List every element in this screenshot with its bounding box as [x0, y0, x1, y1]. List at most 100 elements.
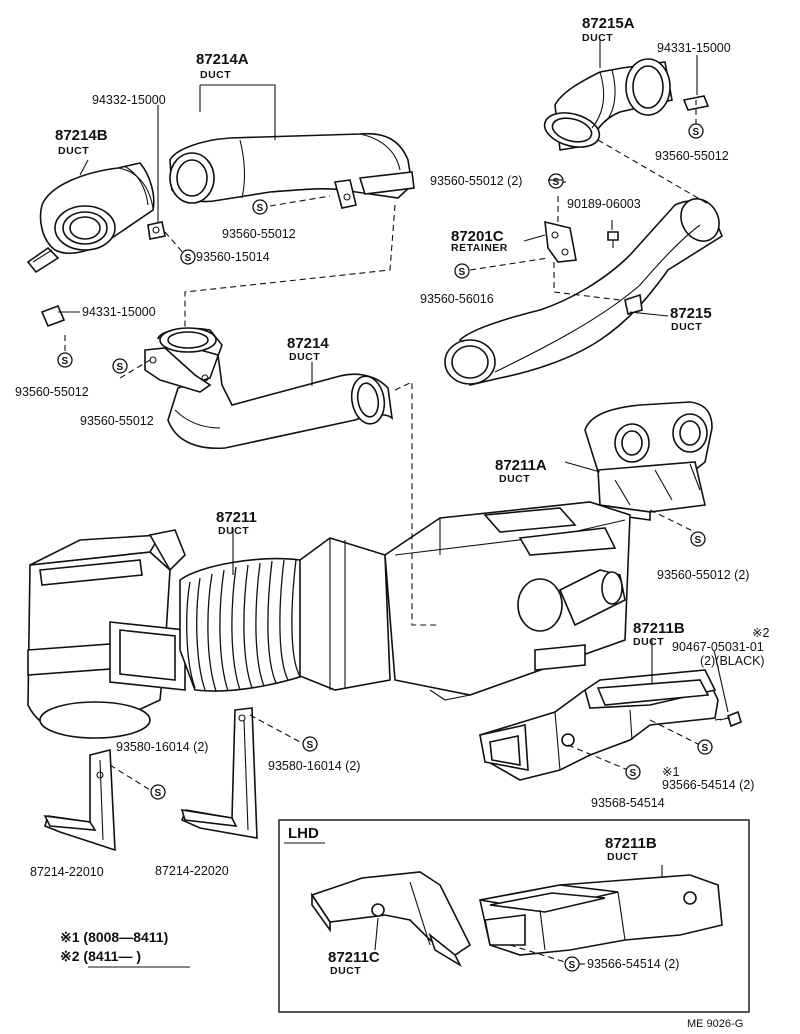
- duct-87214A: [169, 132, 415, 209]
- screw-icon: S: [180, 249, 196, 265]
- label-87215A: 87215A: [582, 15, 635, 32]
- retainer-87201C: [544, 220, 577, 263]
- label-87214A-sub: DUCT: [200, 69, 231, 81]
- lhd-label-87211C-sub: DUCT: [330, 965, 361, 977]
- bolt-90189: [607, 231, 619, 248]
- label-87211B-sub: DUCT: [633, 636, 664, 648]
- label-87215: 87215: [670, 305, 712, 322]
- label-87214-22010: 87214-22010: [30, 865, 104, 879]
- lhd-label-87211C: 87211C: [328, 949, 380, 966]
- svg-text:S: S: [702, 743, 709, 754]
- bracket-87214-22010: [43, 748, 116, 852]
- bracket-87214-22020: [180, 707, 258, 839]
- label-93560-55012-d: 93560-55012: [80, 414, 154, 428]
- lhd-title: LHD: [288, 825, 319, 842]
- screw-symbols: S S S S S S S S S S S S S: [57, 123, 713, 972]
- label-87211-sub: DUCT: [218, 525, 249, 537]
- label-87214: 87214: [287, 335, 329, 352]
- clip-94332: [147, 221, 166, 240]
- label-94331-b: 94331-15000: [82, 305, 156, 319]
- lhd-label-87211B-sub: DUCT: [607, 851, 638, 863]
- label-93560-55012-b: 93560-55012: [655, 149, 729, 163]
- screw-icon: S: [625, 764, 641, 780]
- label-87211A: 87211A: [495, 457, 547, 474]
- label-93568: 93568-54514: [591, 796, 665, 810]
- duct-87215: [444, 198, 723, 386]
- label-87211B: 87211B: [633, 620, 685, 637]
- svg-text:S: S: [459, 267, 466, 278]
- label-93560-15014: 93560-15014: [196, 250, 270, 264]
- duct-87211: [27, 501, 631, 739]
- label-94331-a: 94331-15000: [657, 41, 731, 55]
- screw-icon: S: [112, 358, 128, 374]
- label-87214-sub: DUCT: [289, 351, 320, 363]
- label-90467: 90467-05031-01: [672, 640, 764, 654]
- label-93580-b: 93580-16014 (2): [268, 759, 360, 773]
- leader-lines: [58, 40, 729, 713]
- label-87215-sub: DUCT: [671, 321, 702, 333]
- label-93560-55012-2b: 93560-55012 (2): [657, 568, 749, 582]
- label-90189: 90189-06003: [567, 197, 641, 211]
- lhd-duct-87211B: [479, 874, 723, 956]
- part-labels: 87214A DUCT 94332-15000 87214B DUCT 9356…: [15, 15, 769, 879]
- svg-text:S: S: [185, 253, 192, 264]
- screw-icon: S: [454, 263, 470, 279]
- legend: ※1 (8008—8411) ※2 (8411— ): [60, 929, 190, 968]
- svg-text:S: S: [117, 362, 124, 373]
- footer-code: ME 9026-G: [687, 1018, 743, 1030]
- lhd-inset: LHD 87211B DUCT 87211C DUCT 93566-54514 …: [278, 819, 750, 1013]
- label-note1-mark: ※1: [662, 765, 679, 779]
- label-93560-55012-a: 93560-55012: [222, 227, 296, 241]
- svg-text:S: S: [693, 127, 700, 138]
- label-93560-55012-c: 93560-55012: [15, 385, 89, 399]
- label-87214-22020: 87214-22020: [155, 864, 229, 878]
- screw-icon: S: [690, 531, 706, 547]
- screw-icon: S: [697, 739, 713, 755]
- duct-87211A: [584, 401, 713, 521]
- svg-text:S: S: [553, 177, 560, 188]
- label-87201C-sub: RETAINER: [451, 242, 508, 254]
- duct-87215A: [543, 58, 673, 151]
- lhd-duct-87211C: [310, 871, 472, 968]
- svg-text:S: S: [630, 768, 637, 779]
- label-87214A: 87214A: [196, 51, 249, 68]
- label-90467-qty: (2)(BLACK): [700, 654, 765, 668]
- duct-87211B: [479, 669, 719, 781]
- label-93560-55012-2a: 93560-55012 (2): [430, 174, 522, 188]
- label-93560-56016: 93560-56016: [420, 292, 494, 306]
- label-93580-a: 93580-16014 (2): [116, 740, 208, 754]
- screw-90467: [719, 710, 742, 728]
- svg-text:S: S: [155, 788, 162, 799]
- legend-note2: ※2 (8411— ): [60, 948, 141, 964]
- label-93566-a: 93566-54514 (2): [662, 778, 754, 792]
- connection-lines: [64, 100, 731, 791]
- label-87214B: 87214B: [55, 127, 108, 144]
- svg-text:S: S: [569, 960, 576, 971]
- screw-icon: S: [150, 784, 166, 800]
- lhd-label-87211B: 87211B: [605, 835, 657, 852]
- screw-icon: S: [688, 123, 704, 139]
- label-87214B-sub: DUCT: [58, 145, 89, 157]
- svg-text:S: S: [62, 356, 69, 367]
- label-94332: 94332-15000: [92, 93, 166, 107]
- screw-icon: S: [548, 173, 564, 189]
- duct-87214B: [26, 162, 155, 274]
- label-87211: 87211: [216, 509, 257, 526]
- label-87215A-sub: DUCT: [582, 32, 613, 44]
- svg-text:S: S: [307, 740, 314, 751]
- screw-icon: S: [57, 352, 73, 368]
- lhd-label-93566: 93566-54514 (2): [587, 957, 679, 971]
- screw-icon: S: [302, 736, 318, 752]
- screw-icon: S: [564, 956, 580, 972]
- duct-87214: [144, 327, 394, 450]
- screw-icon: S: [252, 199, 268, 215]
- label-note2-mark: ※2: [752, 626, 769, 640]
- clip-94331-left: [40, 304, 66, 328]
- svg-text:S: S: [257, 203, 264, 214]
- label-87211A-sub: DUCT: [499, 473, 530, 485]
- label-87201C: 87201C: [451, 228, 504, 245]
- svg-text:S: S: [695, 535, 702, 546]
- legend-note1: ※1 (8008—8411): [60, 929, 168, 945]
